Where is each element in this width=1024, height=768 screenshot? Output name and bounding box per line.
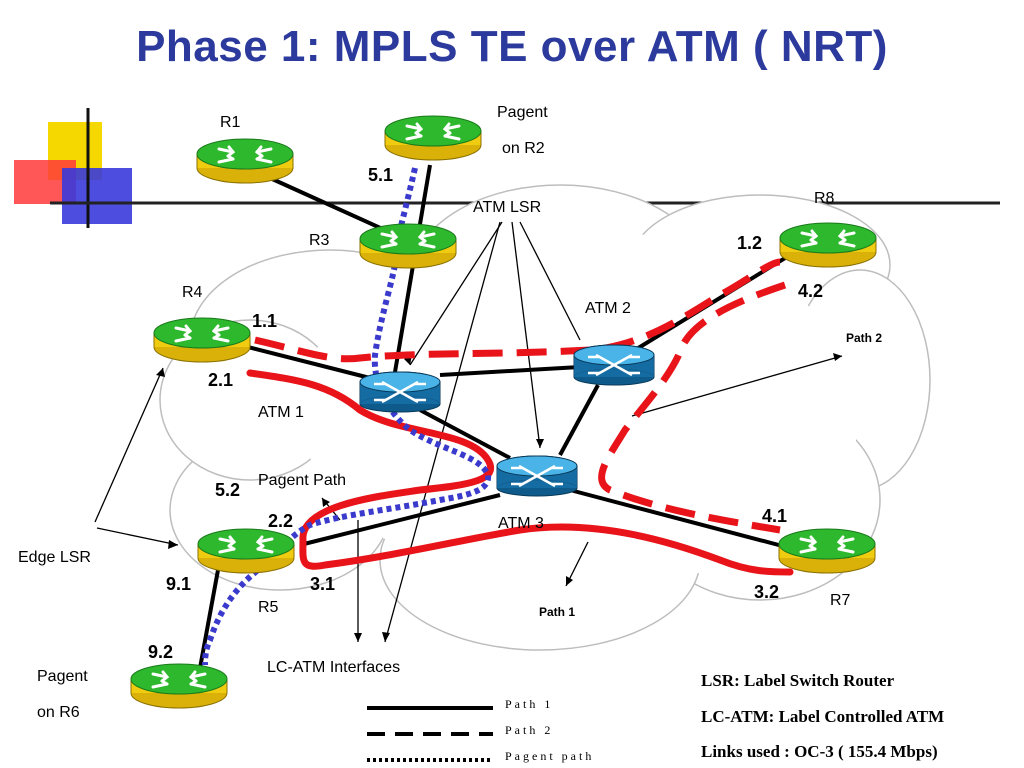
note-lsr: LSR: Label Switch Router — [701, 671, 895, 690]
port-4-1: 4.1 — [762, 506, 787, 526]
port-1-2: 1.2 — [737, 233, 762, 253]
page-title: Phase 1: MPLS TE over ATM ( NRT) — [136, 22, 888, 71]
path-2-callout: Path 2 — [846, 331, 882, 345]
router-r5-label: R5 — [258, 599, 279, 616]
router-r1-label: R1 — [220, 114, 241, 131]
port-labels: 5.1 1.1 2.1 5.2 2.2 9.1 3.1 9.2 1.2 4.2 … — [148, 165, 823, 662]
port-1-1: 1.1 — [252, 311, 277, 331]
port-3-1: 3.1 — [310, 574, 335, 594]
atm-switch-2-icon — [572, 343, 656, 387]
path-1-callout: Path 1 — [539, 605, 575, 619]
atm-switch-3-icon — [495, 454, 579, 498]
legend-lines — [367, 706, 493, 762]
legend-path-1-label: Path 1 — [505, 697, 553, 711]
legend-pagent-label: Pagent path — [505, 749, 594, 763]
path-2-line-lower — [598, 281, 787, 534]
router-r7-icon — [777, 527, 877, 575]
note-links: Links used : OC-3 ( 155.4 Mbps) — [701, 742, 938, 761]
port-9-1: 9.1 — [166, 574, 191, 594]
lc-atm-callout: LC-ATM Interfaces — [267, 659, 400, 676]
edge-lsr-callout: Edge LSR — [18, 549, 91, 566]
pagent-r2-label-1: Pagent — [497, 104, 548, 121]
pagent-r6-label-1: Pagent — [37, 668, 88, 685]
router-r2-icon — [383, 114, 483, 162]
port-5-2: 5.2 — [215, 480, 240, 500]
legend-labels: Path 1 Path 2 Pagent path — [505, 697, 594, 763]
router-r4-label: R4 — [182, 284, 203, 301]
atm-2-label: ATM 2 — [585, 300, 631, 317]
path-2-line — [254, 258, 781, 363]
port-2-1: 2.1 — [208, 370, 233, 390]
router-r3-label: R3 — [309, 232, 330, 249]
pagent-r6-label-2: on R6 — [37, 704, 80, 721]
pagent-path-callout: Pagent Path — [258, 472, 346, 489]
port-3-2: 3.2 — [754, 582, 779, 602]
port-9-2: 9.2 — [148, 642, 173, 662]
port-2-2: 2.2 — [268, 511, 293, 531]
router-r3-icon — [358, 222, 458, 270]
router-r6-icon — [129, 662, 229, 710]
router-r7-label: R7 — [830, 592, 851, 609]
atm-1-label: ATM 1 — [258, 404, 304, 421]
legend-path-2-label: Path 2 — [505, 723, 553, 737]
pagent-r2-label-2: on R2 — [502, 140, 545, 157]
port-4-2: 4.2 — [798, 281, 823, 301]
router-r8-icon — [778, 221, 878, 269]
router-r4-icon — [152, 316, 252, 364]
callout-arrows — [94, 221, 843, 643]
router-r8-label: R8 — [814, 190, 835, 207]
router-r1-icon — [195, 137, 295, 185]
router-r5-icon — [196, 527, 296, 575]
atm-3-label: ATM 3 — [498, 515, 544, 532]
atm-lsr-callout: ATM LSR — [473, 199, 541, 216]
arrow-heads — [156, 353, 842, 642]
port-5-1: 5.1 — [368, 165, 393, 185]
note-lc-atm: LC-ATM: Label Controlled ATM — [701, 707, 945, 726]
atm-switch-1-icon — [358, 370, 442, 414]
